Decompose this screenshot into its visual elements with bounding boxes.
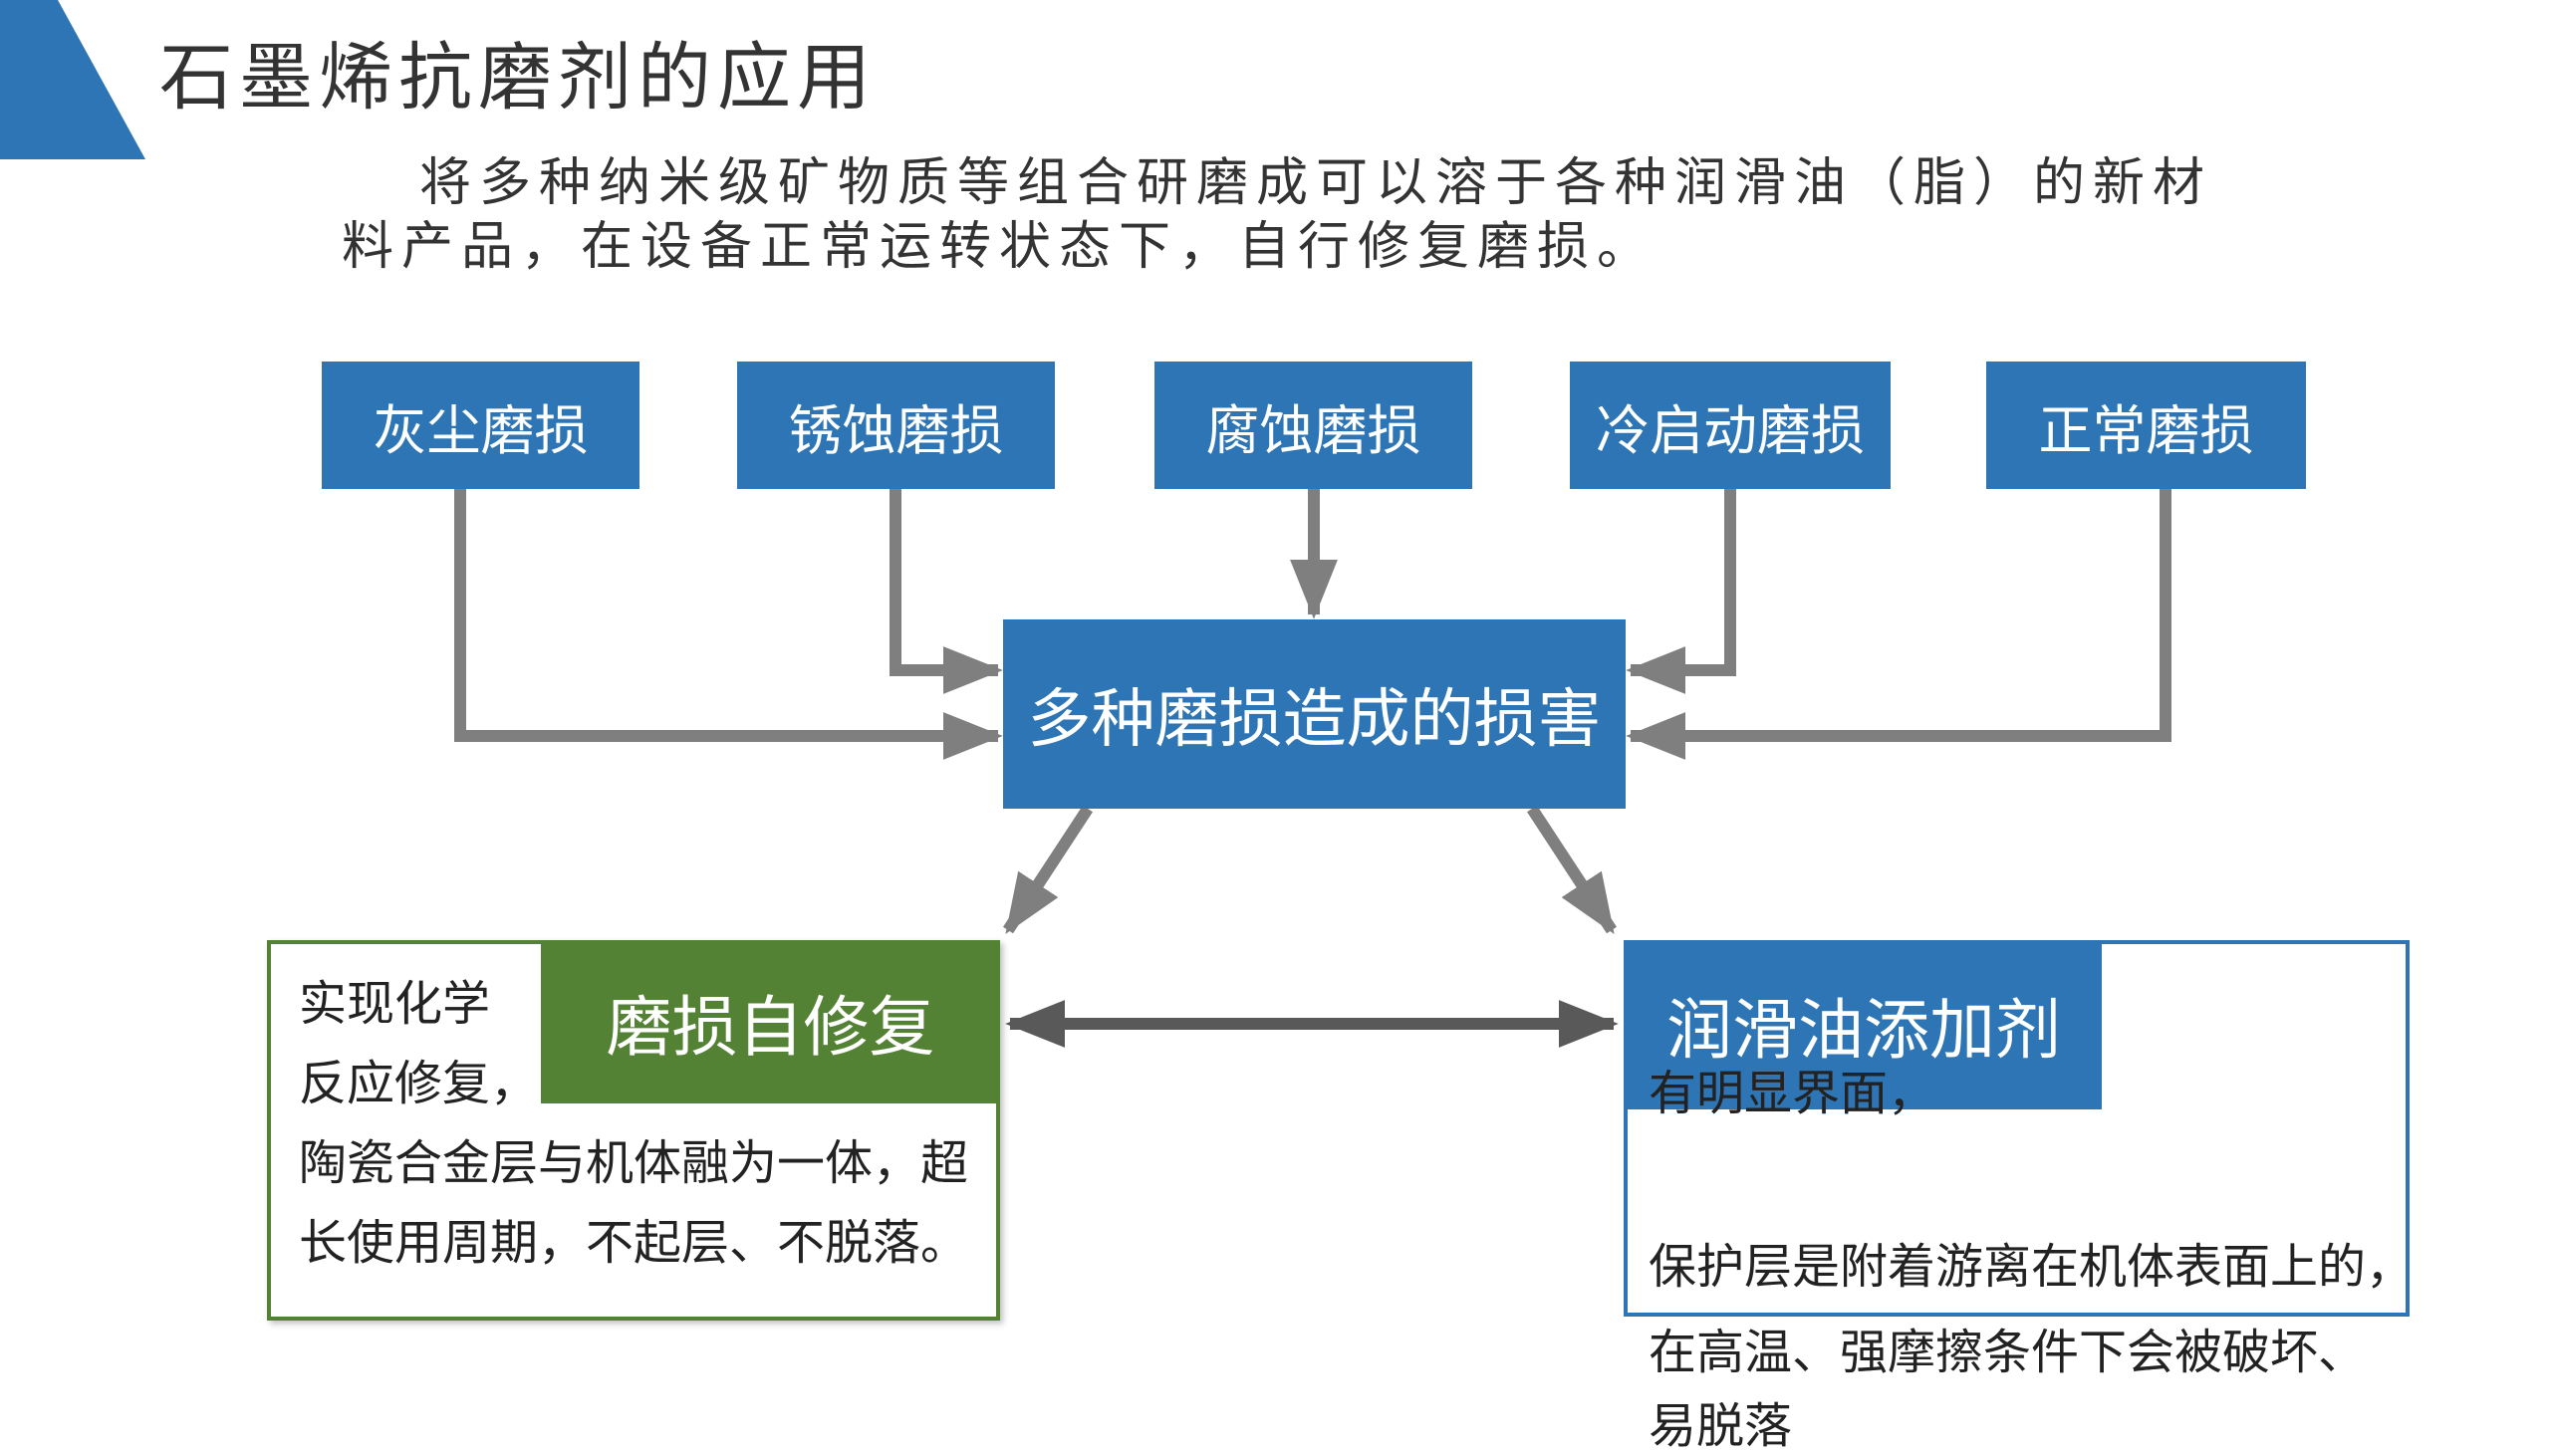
intro-line-1: 将多种纳米级矿物质等组合研磨成可以溶于各种润滑油（脂）的新材 — [419, 153, 2213, 213]
center-damage-label: 多种磨损造成的损害 — [1027, 683, 1602, 757]
self-repair-line-3: 陶瓷合金层与机体融为一体，超 — [299, 1135, 969, 1191]
arrow-rust-to-center — [890, 489, 1003, 694]
self-repair-title: 磨损自修复 — [606, 989, 935, 1066]
self-repair-line-4: 长使用周期，不起层、不脱落。 — [299, 1215, 969, 1271]
arrow-coldstart-to-center — [1626, 489, 1736, 694]
lubricant-line-3: 在高温、强摩擦条件下会被破坏、 — [1649, 1325, 2367, 1380]
self-repair-description: 实现化学 反应修复， 陶瓷合金层与机体融为一体，超 长使用周期，不起层、不脱落。 — [299, 964, 986, 1283]
lubricant-line-1: 有明显界面， — [1649, 1066, 1936, 1121]
self-repair-line-2: 反应修复， — [299, 1056, 539, 1111]
lubricant-additive-title: 润滑油添加剂 — [1666, 992, 2061, 1069]
lubricant-line-2: 保护层是附着游离在机体表面上的， — [1649, 1239, 2415, 1295]
intro-line-2: 料产品，在设备正常运转状态下，自行修复磨损。 — [342, 217, 1658, 277]
wear-box-corrosion: 腐蚀磨损 — [1154, 362, 1472, 489]
arrow-center-to-right — [1526, 805, 1618, 935]
self-repair-line-1: 实现化学 — [299, 976, 491, 1032]
wear-label-normal: 正常磨损 — [2038, 398, 2254, 462]
center-damage-box: 多种磨损造成的损害 — [1003, 619, 1626, 809]
intro-paragraph: 将多种纳米级矿物质等组合研磨成可以溶于各种润滑油（脂）的新材 料产品，在设备正常… — [342, 151, 2294, 279]
arrow-center-to-left — [1002, 805, 1094, 935]
wear-box-dust: 灰尘磨损 — [322, 362, 639, 489]
page-title: 石墨烯抗磨剂的应用 — [159, 35, 877, 121]
lubricant-additive-title-banner: 润滑油添加剂 — [1626, 940, 2102, 1109]
wear-label-rust: 锈蚀磨损 — [788, 398, 1004, 462]
wear-box-rust: 锈蚀磨损 — [737, 362, 1055, 489]
corner-decoration — [0, 0, 145, 159]
self-repair-title-banner: 磨损自修复 — [541, 940, 1000, 1103]
wear-label-cold-start: 冷启动磨损 — [1596, 398, 1865, 462]
wear-label-dust: 灰尘磨损 — [373, 398, 589, 462]
wear-box-normal: 正常磨损 — [1986, 362, 2306, 489]
wear-label-corrosion: 腐蚀磨损 — [1205, 398, 1421, 462]
arrow-normal-to-center — [1626, 489, 2171, 760]
lubricant-line-4: 易脱落 — [1649, 1398, 1793, 1454]
arrow-dust-to-center — [454, 489, 1003, 760]
wear-box-cold-start: 冷启动磨损 — [1570, 362, 1891, 489]
